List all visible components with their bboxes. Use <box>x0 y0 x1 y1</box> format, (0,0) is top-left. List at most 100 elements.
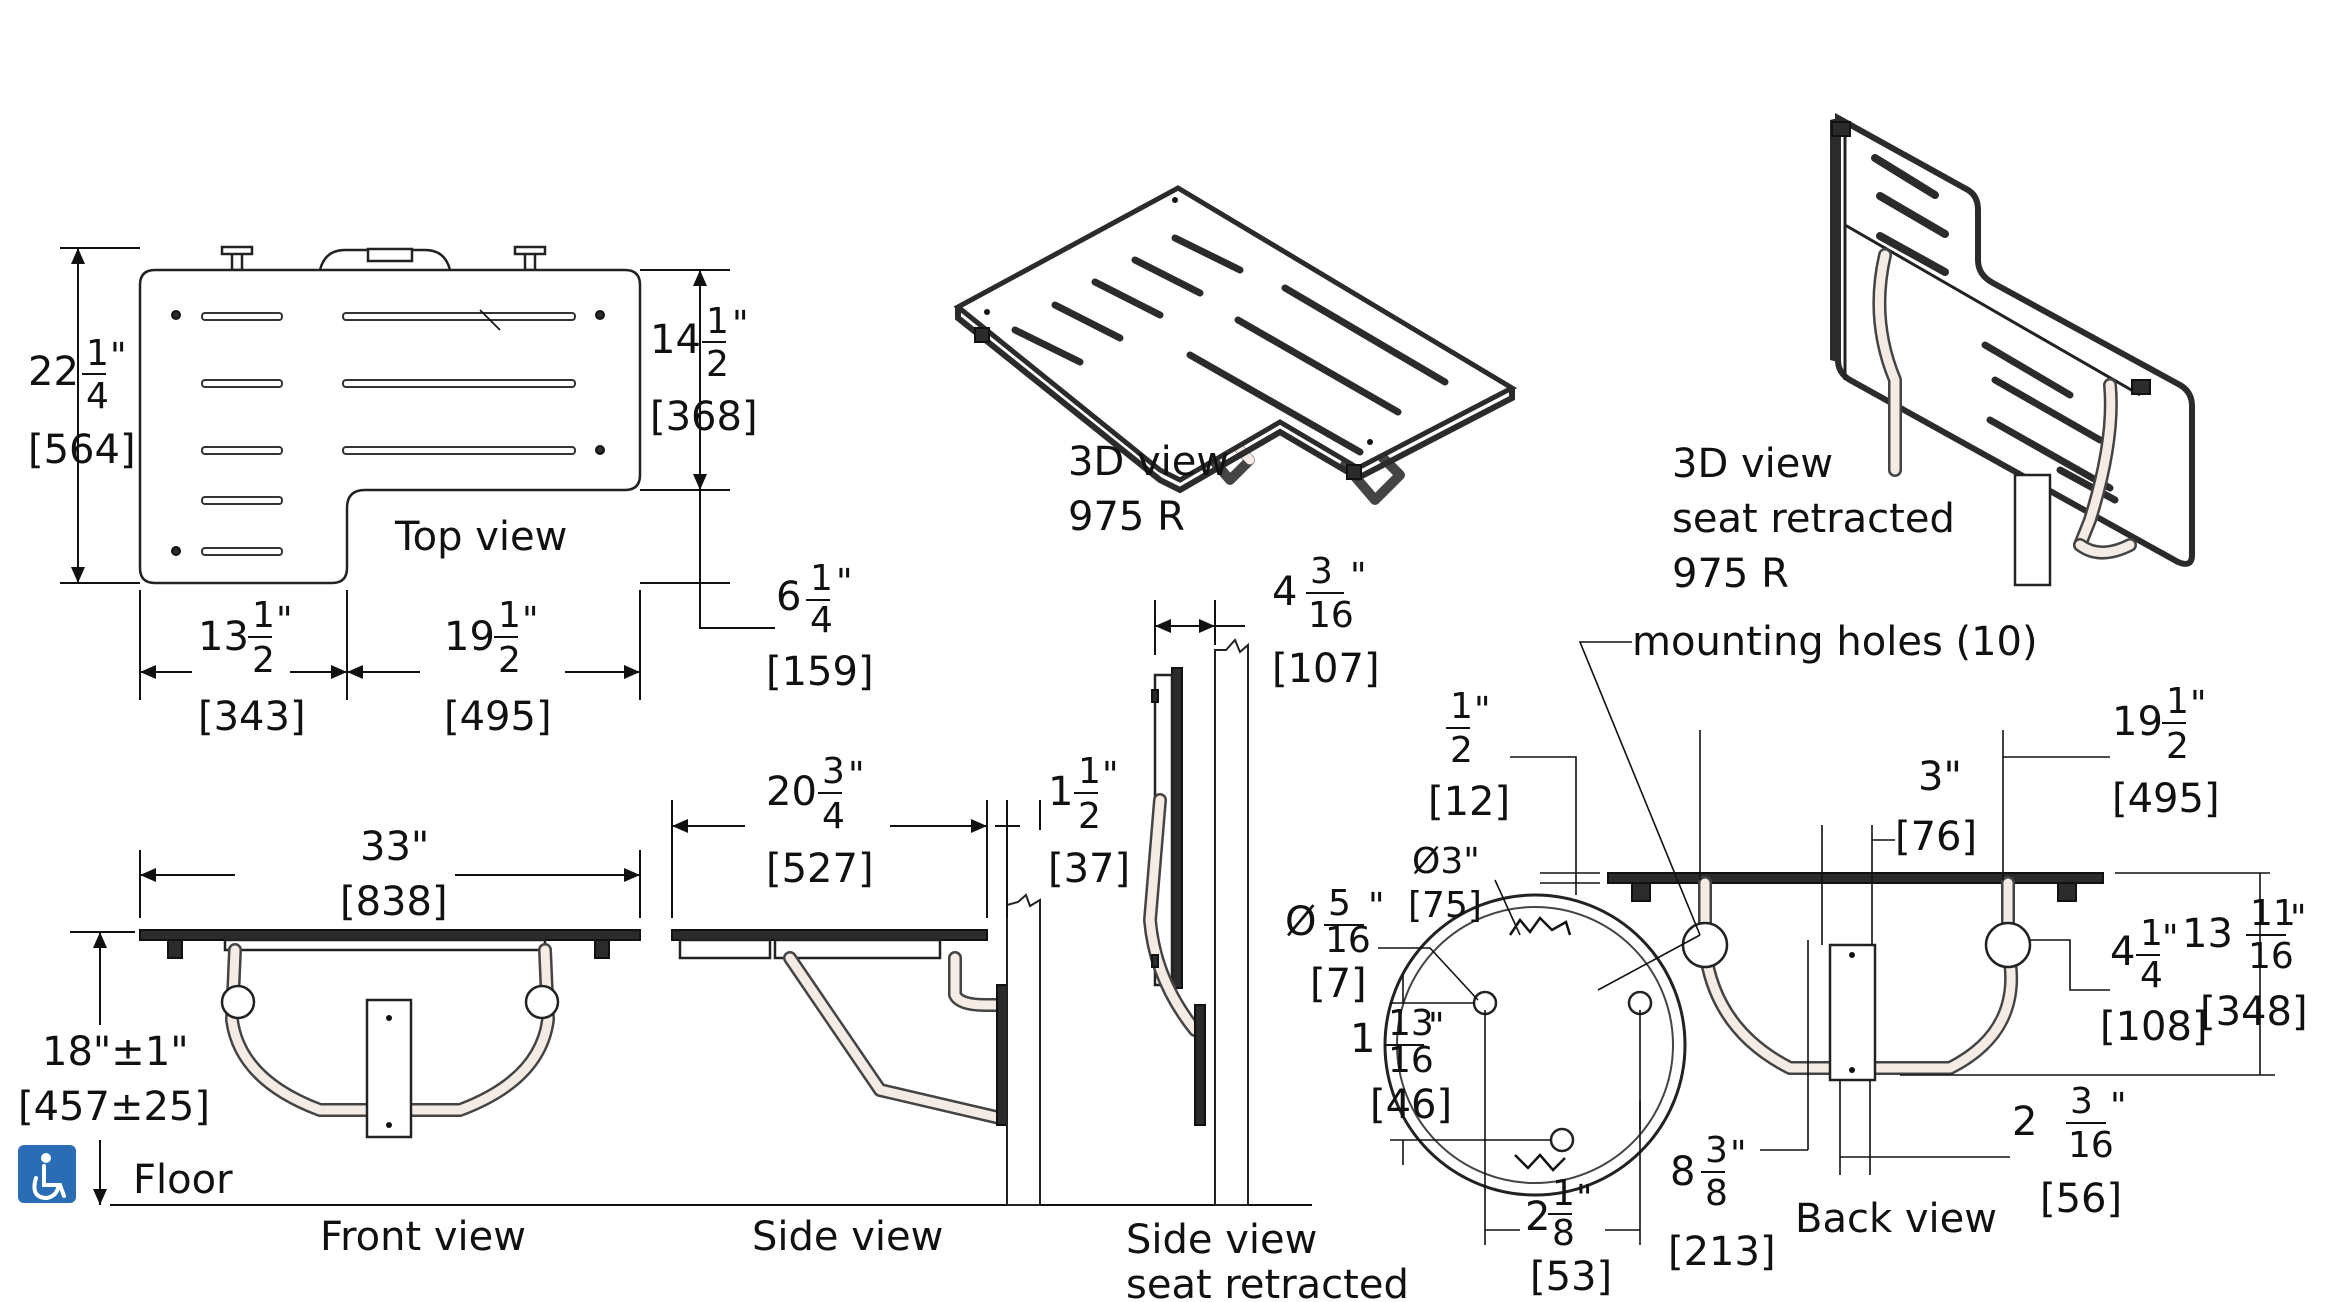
svg-text:4: 4 <box>810 600 833 641</box>
svg-text:": " <box>848 755 865 796</box>
svg-text:[213]: [213] <box>1668 1229 1776 1275</box>
svg-text:2: 2 <box>252 640 275 681</box>
svg-text:[564]: [564] <box>28 427 136 473</box>
3d-view-retracted: 3D view seat retracted 975 R <box>1672 112 2195 597</box>
svg-text:16: 16 <box>2068 1125 2114 1166</box>
svg-text:[37]: [37] <box>1048 846 1130 892</box>
svg-text:": " <box>2162 918 2179 959</box>
svg-text:[46]: [46] <box>1370 1082 1452 1128</box>
svg-text:": " <box>2190 684 2207 725</box>
side-view: 20 3 4 " [527] Side view <box>671 751 1041 1260</box>
svg-text:8: 8 <box>1552 1213 1575 1254</box>
svg-text:4: 4 <box>2110 929 2135 975</box>
svg-text:[12]: [12] <box>1428 779 1510 825</box>
svg-text:": " <box>1576 1178 1593 1219</box>
svg-text:1: 1 <box>810 558 833 599</box>
svg-text:16: 16 <box>1388 1040 1434 1081</box>
svg-text:11: 11 <box>2250 893 2296 934</box>
svg-text:1: 1 <box>1078 751 1101 792</box>
front-view-label: Front view <box>320 1214 526 1260</box>
svg-text:Ø3": Ø3" <box>1412 841 1480 882</box>
svg-text:3: 3 <box>2070 1081 2093 1122</box>
side-view-retracted: 4 3 16 " [107] 1 1 2 " [37] Side view se… <box>1039 551 1409 1302</box>
svg-text:": " <box>1102 755 1119 796</box>
svg-text:": " <box>276 600 293 641</box>
top-view: Top view 22 1 4 " [564] 14 1 2 " [368] 6… <box>28 245 874 740</box>
svg-text:4: 4 <box>822 796 845 837</box>
svg-text:2: 2 <box>706 344 729 385</box>
3d-view-label: 3D view <box>1068 439 1229 485</box>
svg-text:[75]: [75] <box>1408 885 1482 926</box>
svg-text:3: 3 <box>822 751 845 792</box>
svg-text:2: 2 <box>498 640 521 681</box>
svg-text:": " <box>732 304 749 345</box>
svg-text:Ø: Ø <box>1285 899 1316 945</box>
svg-text:975 R: 975 R <box>1672 551 1789 597</box>
svg-text:3": 3" <box>1918 754 1962 800</box>
svg-text:seat retracted: seat retracted <box>1672 496 1955 542</box>
side-view-label: Side view <box>752 1214 943 1260</box>
svg-text:[838]: [838] <box>340 879 448 925</box>
svg-text:18"±1": 18"±1" <box>42 1029 189 1075</box>
svg-text:13: 13 <box>198 614 249 660</box>
svg-text:2: 2 <box>1525 1194 1550 1240</box>
svg-text:8: 8 <box>1705 1173 1728 1214</box>
svg-text:4: 4 <box>1272 569 1297 615</box>
svg-text:": " <box>1730 1134 1747 1175</box>
svg-text:[159]: [159] <box>766 649 874 695</box>
svg-text:5: 5 <box>1328 883 1351 924</box>
svg-text:16: 16 <box>1325 920 1371 961</box>
svg-text:": " <box>836 562 853 603</box>
svg-text:[7]: [7] <box>1310 961 1367 1007</box>
svg-text:3: 3 <box>1705 1130 1728 1171</box>
svg-text:4: 4 <box>2140 955 2163 996</box>
3d-view-model: 975 R <box>1068 494 1185 540</box>
svg-text:1: 1 <box>252 595 275 636</box>
svg-text:1: 1 <box>1552 1173 1575 1214</box>
3d-seat-top <box>953 185 1518 483</box>
back-view-label: Back view <box>1795 1196 1997 1242</box>
svg-text:1: 1 <box>706 301 729 342</box>
svg-text:": " <box>1428 1006 1445 1047</box>
svg-text:": " <box>522 600 539 641</box>
svg-text:16: 16 <box>2248 936 2294 977</box>
back-view: mounting holes (10) 1 2 " [12] Ø3" [75] … <box>1285 619 2308 1300</box>
svg-text:": " <box>110 336 127 377</box>
svg-text:4: 4 <box>86 376 109 417</box>
svg-text:[108]: [108] <box>2100 1004 2208 1050</box>
svg-text:": " <box>1474 690 1491 731</box>
svg-text:1: 1 <box>498 595 521 636</box>
svg-text:1: 1 <box>86 333 109 374</box>
svg-text:": " <box>1350 556 1367 597</box>
floor-label: Floor <box>133 1157 233 1203</box>
svg-text:3D view: 3D view <box>1672 441 1833 487</box>
svg-text:14: 14 <box>650 317 701 363</box>
svg-text:[368]: [368] <box>650 394 758 440</box>
svg-text:1: 1 <box>1350 1016 1375 1062</box>
svg-text:19: 19 <box>2112 699 2163 745</box>
svg-text:[457±25]: [457±25] <box>18 1084 210 1130</box>
svg-text:": " <box>1368 886 1385 927</box>
svg-text:2: 2 <box>1450 730 1473 771</box>
svg-text:3: 3 <box>1310 551 1333 592</box>
svg-text:1: 1 <box>1048 769 1073 815</box>
top-view-label: Top view <box>394 514 567 560</box>
svg-text:1: 1 <box>1450 686 1473 727</box>
svg-text:[343]: [343] <box>198 694 306 740</box>
3d-view: 3D view 975 R <box>953 185 1518 540</box>
svg-text:1: 1 <box>2140 913 2163 954</box>
svg-text:[53]: [53] <box>1530 1254 1612 1300</box>
svg-text:2: 2 <box>1078 796 1101 837</box>
svg-text:": " <box>2290 898 2307 939</box>
svg-text:6: 6 <box>776 574 801 620</box>
svg-text:19: 19 <box>444 614 495 660</box>
svg-text:1: 1 <box>2166 681 2189 722</box>
svg-text:[76]: [76] <box>1895 814 1977 860</box>
svg-text:[56]: [56] <box>2040 1176 2122 1222</box>
svg-text:8: 8 <box>1670 1149 1695 1195</box>
svg-text:Side view: Side view <box>1126 1217 1317 1263</box>
svg-text:2: 2 <box>2012 1099 2037 1145</box>
svg-text:[495]: [495] <box>444 694 552 740</box>
svg-text:[348]: [348] <box>2200 989 2308 1035</box>
